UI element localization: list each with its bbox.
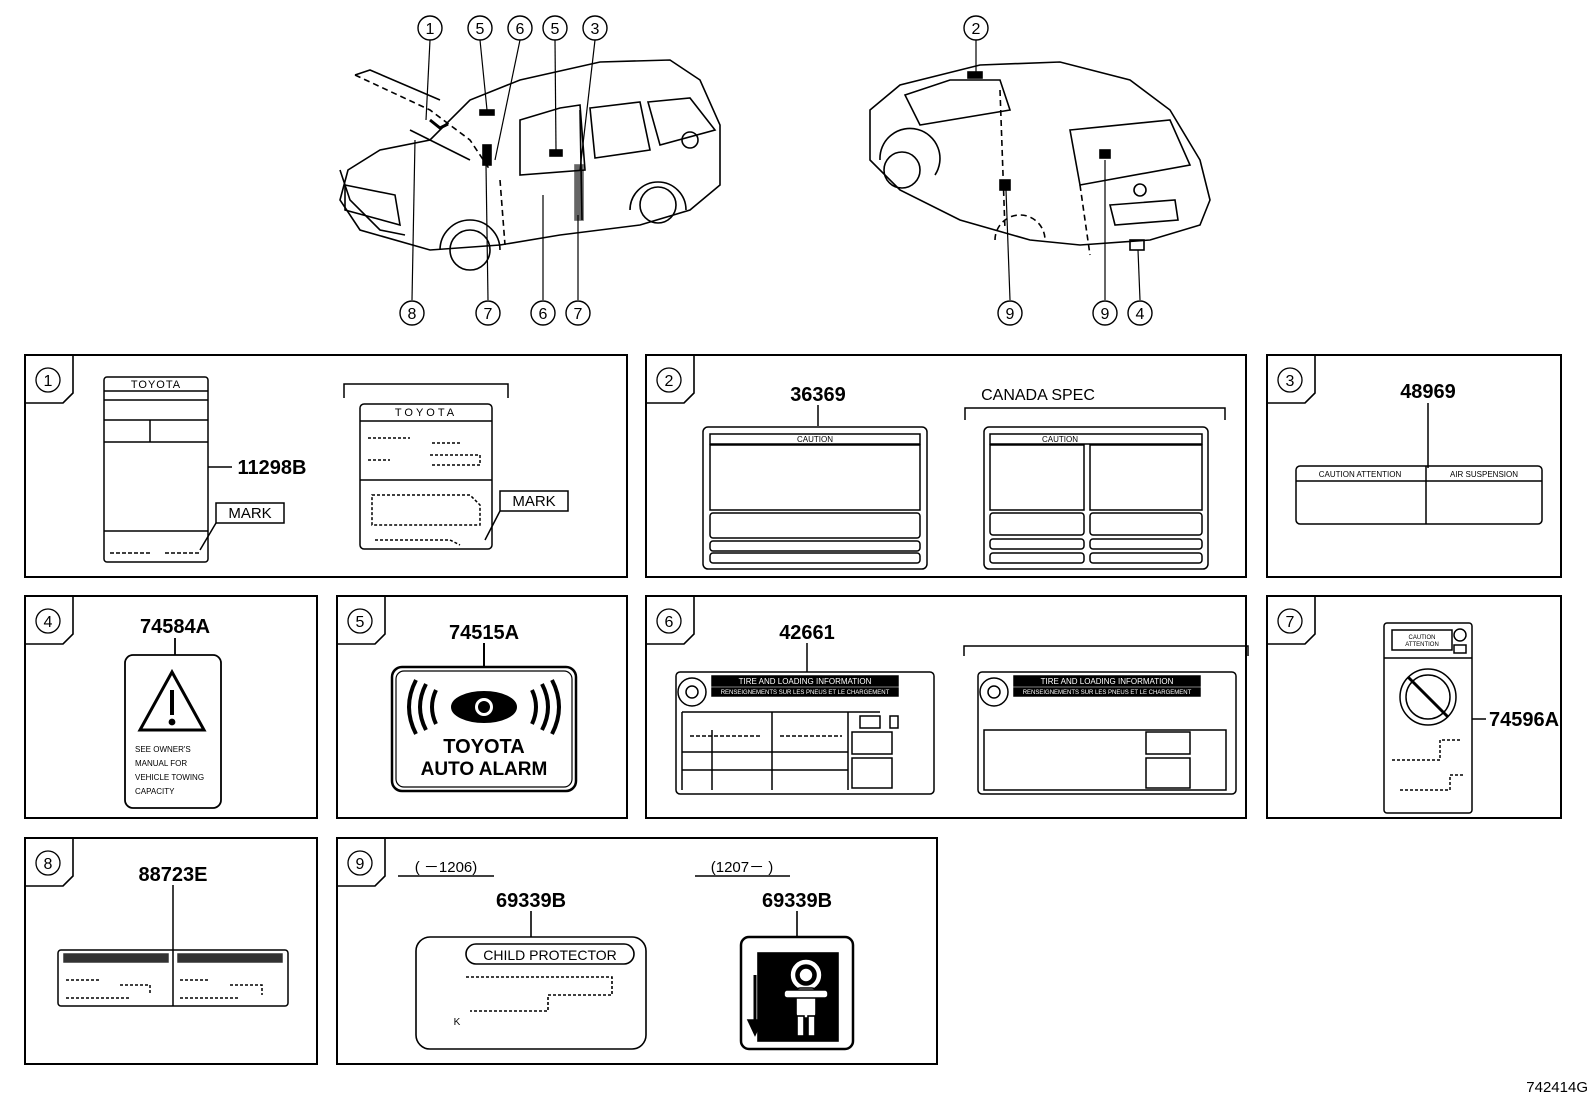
panel-4-frame bbox=[24, 595, 318, 819]
panel-6-content bbox=[675, 643, 1249, 795]
panel-9-part-number-2: 69339B bbox=[762, 890, 832, 912]
panel-5-line-1: TOYOTA bbox=[443, 736, 524, 758]
panel-2-part-number: 36369 bbox=[790, 384, 846, 406]
panel-7-content bbox=[1383, 622, 1486, 814]
panel-8-frame bbox=[24, 837, 318, 1065]
panel-6-tire-1: TIRE AND LOADING INFORMATION bbox=[739, 677, 872, 686]
panel-8-content bbox=[57, 885, 289, 1007]
callout-front-8: 6 bbox=[539, 306, 548, 323]
panel-9-range-2: (1207－ ) bbox=[711, 859, 774, 876]
panel-6-number: 6 bbox=[665, 614, 674, 631]
panel-2-canada-spec: CANADA SPEC bbox=[981, 387, 1095, 404]
panel-5-line-2: AUTO ALARM bbox=[421, 759, 548, 780]
callout-front-3: 6 bbox=[516, 21, 525, 38]
panel-8-part-number: 88723E bbox=[139, 864, 208, 886]
panel-2-caution-2: CAUTION bbox=[1042, 435, 1078, 444]
callout-rear-4: 4 bbox=[1136, 306, 1145, 323]
front-callout-leaders bbox=[411, 39, 596, 301]
panel-4-part-number: 74584A bbox=[140, 616, 210, 638]
panel-1-number: 1 bbox=[44, 373, 53, 390]
panel-1-content bbox=[103, 376, 569, 563]
panel-3-part-number: 48969 bbox=[1400, 381, 1456, 403]
panel-4-text-1: SEE OWNER'S bbox=[135, 745, 191, 754]
panel-5-part-number: 74515A bbox=[449, 622, 519, 644]
rear-callout-leaders bbox=[975, 40, 1141, 301]
panel-5-number: 5 bbox=[356, 614, 365, 631]
callout-rear-3: 9 bbox=[1101, 306, 1110, 323]
panel-6-tire-fr-1: RENSEIGNEMENTS SUR LES PNEUS ET LE CHARG… bbox=[721, 690, 890, 696]
panel-1-label-header2: TOYOTA bbox=[395, 407, 457, 419]
front-callout-circles bbox=[399, 15, 1153, 326]
panel-7-part-number: 74596A bbox=[1489, 709, 1559, 731]
panel-2-caution-1: CAUTION bbox=[797, 435, 833, 444]
callout-front-6: 8 bbox=[408, 306, 417, 323]
panel-8-number: 8 bbox=[44, 856, 53, 873]
panel-7-number: 7 bbox=[1286, 614, 1295, 631]
panel-3-air-suspension: AIR SUSPENSION bbox=[1450, 470, 1518, 479]
panel-9-number: 9 bbox=[356, 856, 365, 873]
front-vehicle-drawing bbox=[339, 59, 721, 271]
panel-5-content bbox=[390, 643, 578, 793]
panel-9-range-1: ( －1206) bbox=[415, 859, 478, 876]
panel-1-part-number: 11298B bbox=[238, 457, 307, 479]
panel-3-number: 3 bbox=[1286, 373, 1295, 390]
panel-2-content bbox=[702, 405, 1226, 570]
panel-7-caution: CAUTION bbox=[1409, 635, 1436, 641]
callout-front-2: 5 bbox=[476, 21, 485, 38]
panel-9-frame bbox=[336, 837, 938, 1065]
panel-1-mark: MARK bbox=[228, 505, 271, 522]
panel-9-content bbox=[398, 875, 855, 1051]
panel-6-frame bbox=[645, 595, 1247, 819]
panel-3-caution-attention: CAUTION ATTENTION bbox=[1319, 470, 1402, 479]
panel-6-part-number: 42661 bbox=[779, 622, 835, 644]
diagram-code: 742414G bbox=[1526, 1079, 1588, 1096]
panel-9-child-protector: CHILD PROTECTOR bbox=[483, 947, 617, 963]
panel-frames bbox=[24, 354, 1562, 1065]
panel-3-frame bbox=[1266, 354, 1562, 578]
panel-7-attention: ATTENTION bbox=[1405, 642, 1439, 648]
panel-4-text-3: VEHICLE TOWING bbox=[135, 773, 204, 782]
panel-6-tire-2: TIRE AND LOADING INFORMATION bbox=[1041, 677, 1174, 686]
panel-9-k: K bbox=[454, 1017, 461, 1028]
callout-rear-1: 2 bbox=[972, 21, 981, 38]
panel-5-frame bbox=[336, 595, 628, 819]
panel-7-frame bbox=[1266, 595, 1562, 819]
panel-9-part-number-1: 69339B bbox=[496, 890, 566, 912]
callout-rear-2: 9 bbox=[1006, 306, 1015, 323]
panel-4-text-2: MANUAL FOR bbox=[135, 759, 187, 768]
panel-2-frame bbox=[645, 354, 1247, 578]
callout-front-4: 5 bbox=[551, 21, 560, 38]
panel-1-label-header: TOYOTA bbox=[131, 379, 181, 391]
callout-front-5: 3 bbox=[591, 21, 600, 38]
panel-3-content bbox=[1295, 403, 1543, 525]
panel-2-number: 2 bbox=[665, 373, 674, 390]
callout-front-7: 7 bbox=[484, 306, 493, 323]
panel-4-content bbox=[124, 638, 222, 809]
panel-6-tire-fr-2: RENSEIGNEMENTS SUR LES PNEUS ET LE CHARG… bbox=[1023, 690, 1192, 696]
rear-vehicle-drawing bbox=[869, 61, 1211, 256]
callout-front-1: 1 bbox=[426, 21, 435, 38]
panel-1-mark2: MARK bbox=[512, 493, 555, 510]
callout-front-9: 7 bbox=[574, 306, 583, 323]
panel-1-frame bbox=[24, 354, 628, 578]
panel-4-number: 4 bbox=[44, 614, 53, 631]
panel-4-text-4: CAPACITY bbox=[135, 787, 175, 796]
